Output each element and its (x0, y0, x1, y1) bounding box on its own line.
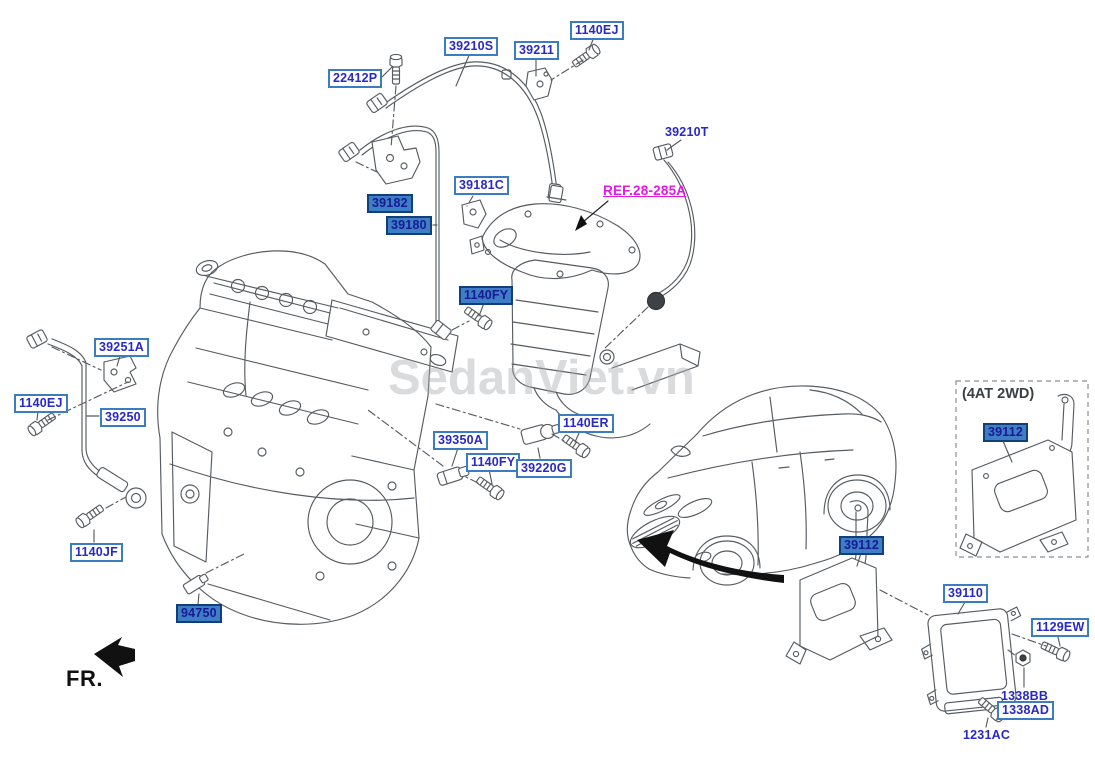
part-label-39112-25[interactable]: 39112 (983, 423, 1029, 443)
part-label-ref-28-285a-7[interactable]: REF.28-285A (603, 183, 687, 198)
part-label-39110-20[interactable]: 39110 (943, 584, 989, 604)
rear-oxygen-sensor (648, 142, 695, 309)
part-label-1129ew-21[interactable]: 1129EW (1031, 618, 1090, 638)
inset-4at-2wd (956, 381, 1088, 557)
dash-dot-leaders (48, 60, 1046, 656)
catalytic-converter-illustration (470, 185, 700, 438)
label-leader-lines (37, 37, 1060, 727)
part-label-94750-18[interactable]: 94750 (176, 604, 222, 624)
part-label-39112-19[interactable]: 39112 (839, 536, 885, 556)
oxygen-sensor-harness (337, 42, 603, 341)
fr-label: FR. (66, 666, 103, 691)
part-label-39251a-10[interactable]: 39251A (94, 338, 149, 358)
knock-sensor-harness (25, 328, 146, 530)
part-label-22412p-3[interactable]: 22412P (328, 69, 383, 89)
part-label-1140ej-11[interactable]: 1140EJ (14, 394, 68, 414)
fr-direction-arrow (94, 637, 135, 677)
part-label-39210s-0[interactable]: 39210S (444, 37, 499, 57)
engine-sensors (183, 420, 593, 595)
part-label-39350a-13[interactable]: 39350A (433, 431, 488, 451)
part-label-39250-12[interactable]: 39250 (100, 408, 146, 428)
watermark: SedanViet.vn (388, 351, 695, 405)
part-label-1140fy-9[interactable]: 1140FY (459, 286, 514, 306)
part-label-1140ej-2[interactable]: 1140EJ (570, 21, 624, 41)
pointer-swoosh-arrow (637, 530, 784, 583)
engine-illustration (158, 251, 458, 624)
part-label-1140er-16[interactable]: 1140ER (558, 414, 614, 434)
part-label-1338ad-23[interactable]: 1338AD (997, 701, 1055, 721)
part-label-39210t-8[interactable]: 39210T (665, 125, 709, 139)
car-illustration (626, 386, 896, 585)
part-label-39181c-5[interactable]: 39181C (454, 176, 509, 196)
part-label-39180-6[interactable]: 39180 (386, 216, 432, 236)
part-label-39182-4[interactable]: 39182 (367, 194, 413, 214)
part-label-1231ac-24[interactable]: 1231AC (963, 728, 1011, 742)
ref-arrowhead (575, 215, 587, 231)
part-label-1140jf-17[interactable]: 1140JF (70, 543, 123, 563)
part-label-39211-1[interactable]: 39211 (514, 41, 560, 61)
inset-caption: (4AT 2WD) (962, 386, 1035, 402)
part-label-39220g-15[interactable]: 39220G (516, 459, 572, 479)
part-label-1338bb-22[interactable]: 1338BB (1001, 689, 1049, 703)
part-label-1140fy-14[interactable]: 1140FY (466, 453, 521, 473)
ecm-bracket (786, 501, 892, 664)
